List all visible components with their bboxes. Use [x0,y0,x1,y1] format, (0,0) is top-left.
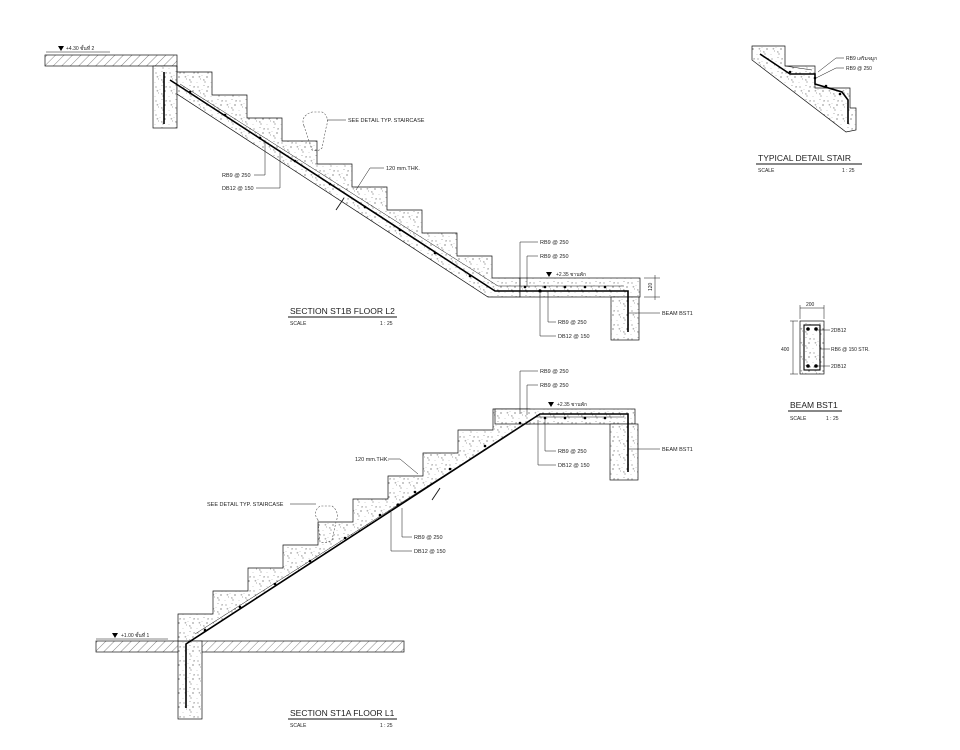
upper-landing-slab [519,277,641,298]
upper-beam-label: BEAM BST1 [662,311,693,317]
lower-beam-label: BEAM BST1 [662,447,693,453]
upper-callout-thk: 120 mm.THK. [386,166,420,172]
upper-level-marker-landing: +2.35 ชานพัก [546,272,586,278]
lower-landing-slab [494,408,636,425]
typical-label-a: RB9 เสริมจมูก [846,55,877,62]
beam-height: 400 [781,347,790,353]
beam-stirrup [803,324,821,371]
lower-rb9-label: RB9 @ 250 [414,535,443,541]
upper-db12-label: DB12 @ 150 [222,186,254,192]
upper-level-marker-top: +4.30 ชั้นที่ 2 [46,43,110,53]
typical-detail-concrete [751,45,857,133]
lower-level-landing-text: +2.35 ชานพัก [557,402,587,408]
beam-width: 200 [806,302,815,308]
beam-scale-value: 1 : 25 [826,416,839,422]
upper-dim-120-text: 120 [648,282,654,291]
upper-landing-rb-b: RB9 @ 250 [540,254,569,260]
lower-scale-label: SCALE [290,723,307,729]
upper-stair-flight [176,66,521,298]
lower-callout-detail: SEE DETAIL TYP. STAIRCASE [207,502,284,508]
upper-callout-detail: SEE DETAIL TYP. STAIRCASE [348,118,425,124]
lower-section-title: SECTION ST1A FLOOR L1 [290,708,395,718]
lower-level-marker-landing: +2.35 ชานพัก [548,402,587,408]
upper-floor-slab [44,54,178,67]
lower-callout-thk: 120 mm.THK. [355,457,389,463]
upper-landing-beam [610,296,640,341]
typical-scale-value: 1 : 25 [842,168,855,174]
lower-support-column [177,640,203,720]
upper-scale-label: SCALE [290,321,307,327]
upper-section: +4.30 ชั้นที่ 2 +2.35 ชานพัก 120 SEE DET… [44,43,693,341]
typical-label-b: RB9 @ 250 [846,66,872,72]
upper-landing-db: DB12 @ 150 [558,334,590,340]
lower-landing-rb-b: RB9 @ 250 [540,383,569,389]
lower-landing-beam [609,423,639,481]
lower-section: +1.00 ชั้นที่ 1 +2.35 ชานพัก SEE DETAIL … [95,369,693,729]
lower-main-rebar [185,413,629,708]
beam-bottom-bars: 2DB12 [831,364,847,370]
upper-level-landing-text: +2.35 ชานพัก [556,272,586,278]
upper-landing-rb-c: RB9 @ 250 [558,320,587,326]
lower-landing-rb-a: RB9 @ 250 [540,369,569,375]
upper-rb9-label: RB9 @ 250 [222,173,251,179]
lower-level-bottom-text: +1.00 ชั้นที่ 1 [121,630,150,639]
beam-detail-title: BEAM BST1 [790,400,838,410]
upper-rebar-dots [188,90,607,293]
lower-landing-rb-c: RB9 @ 250 [558,449,587,455]
beam-scale-label: SCALE [790,416,807,422]
upper-level-top-text: +4.30 ชั้นที่ 2 [66,43,95,52]
typical-detail-stair: RB9 เสริมจมูก RB9 @ 250 TYPICAL DETAIL S… [751,45,877,174]
upper-section-title: SECTION ST1B FLOOR L2 [290,306,395,316]
upper-slab-rebar [169,79,629,332]
beam-bst1-detail: 200 400 2DB12 RB6 @ 150 STR. 2DB12 BEAM … [781,302,870,422]
upper-scale-value: 1 : 25 [380,321,393,327]
beam-top-bars: 2DB12 [831,328,847,334]
lower-db12-label: DB12 @ 150 [414,549,446,555]
lower-stair-flight [177,408,531,642]
lower-scale-value: 1 : 25 [380,723,393,729]
lower-rebar-dots [203,416,607,632]
typical-scale-label: SCALE [758,168,775,174]
typical-detail-title: TYPICAL DETAIL STAIR [758,153,851,163]
upper-landing-rb-a: RB9 @ 250 [540,240,569,246]
lower-landing-db: DB12 @ 150 [558,463,590,469]
upper-dim-120: 120 [644,275,660,300]
beam-stirrup-label: RB6 @ 150 STR. [831,347,870,353]
lower-level-marker-bottom: +1.00 ชั้นที่ 1 [96,630,168,640]
lower-floor-slab [95,640,405,653]
upper-support-column [152,65,178,129]
